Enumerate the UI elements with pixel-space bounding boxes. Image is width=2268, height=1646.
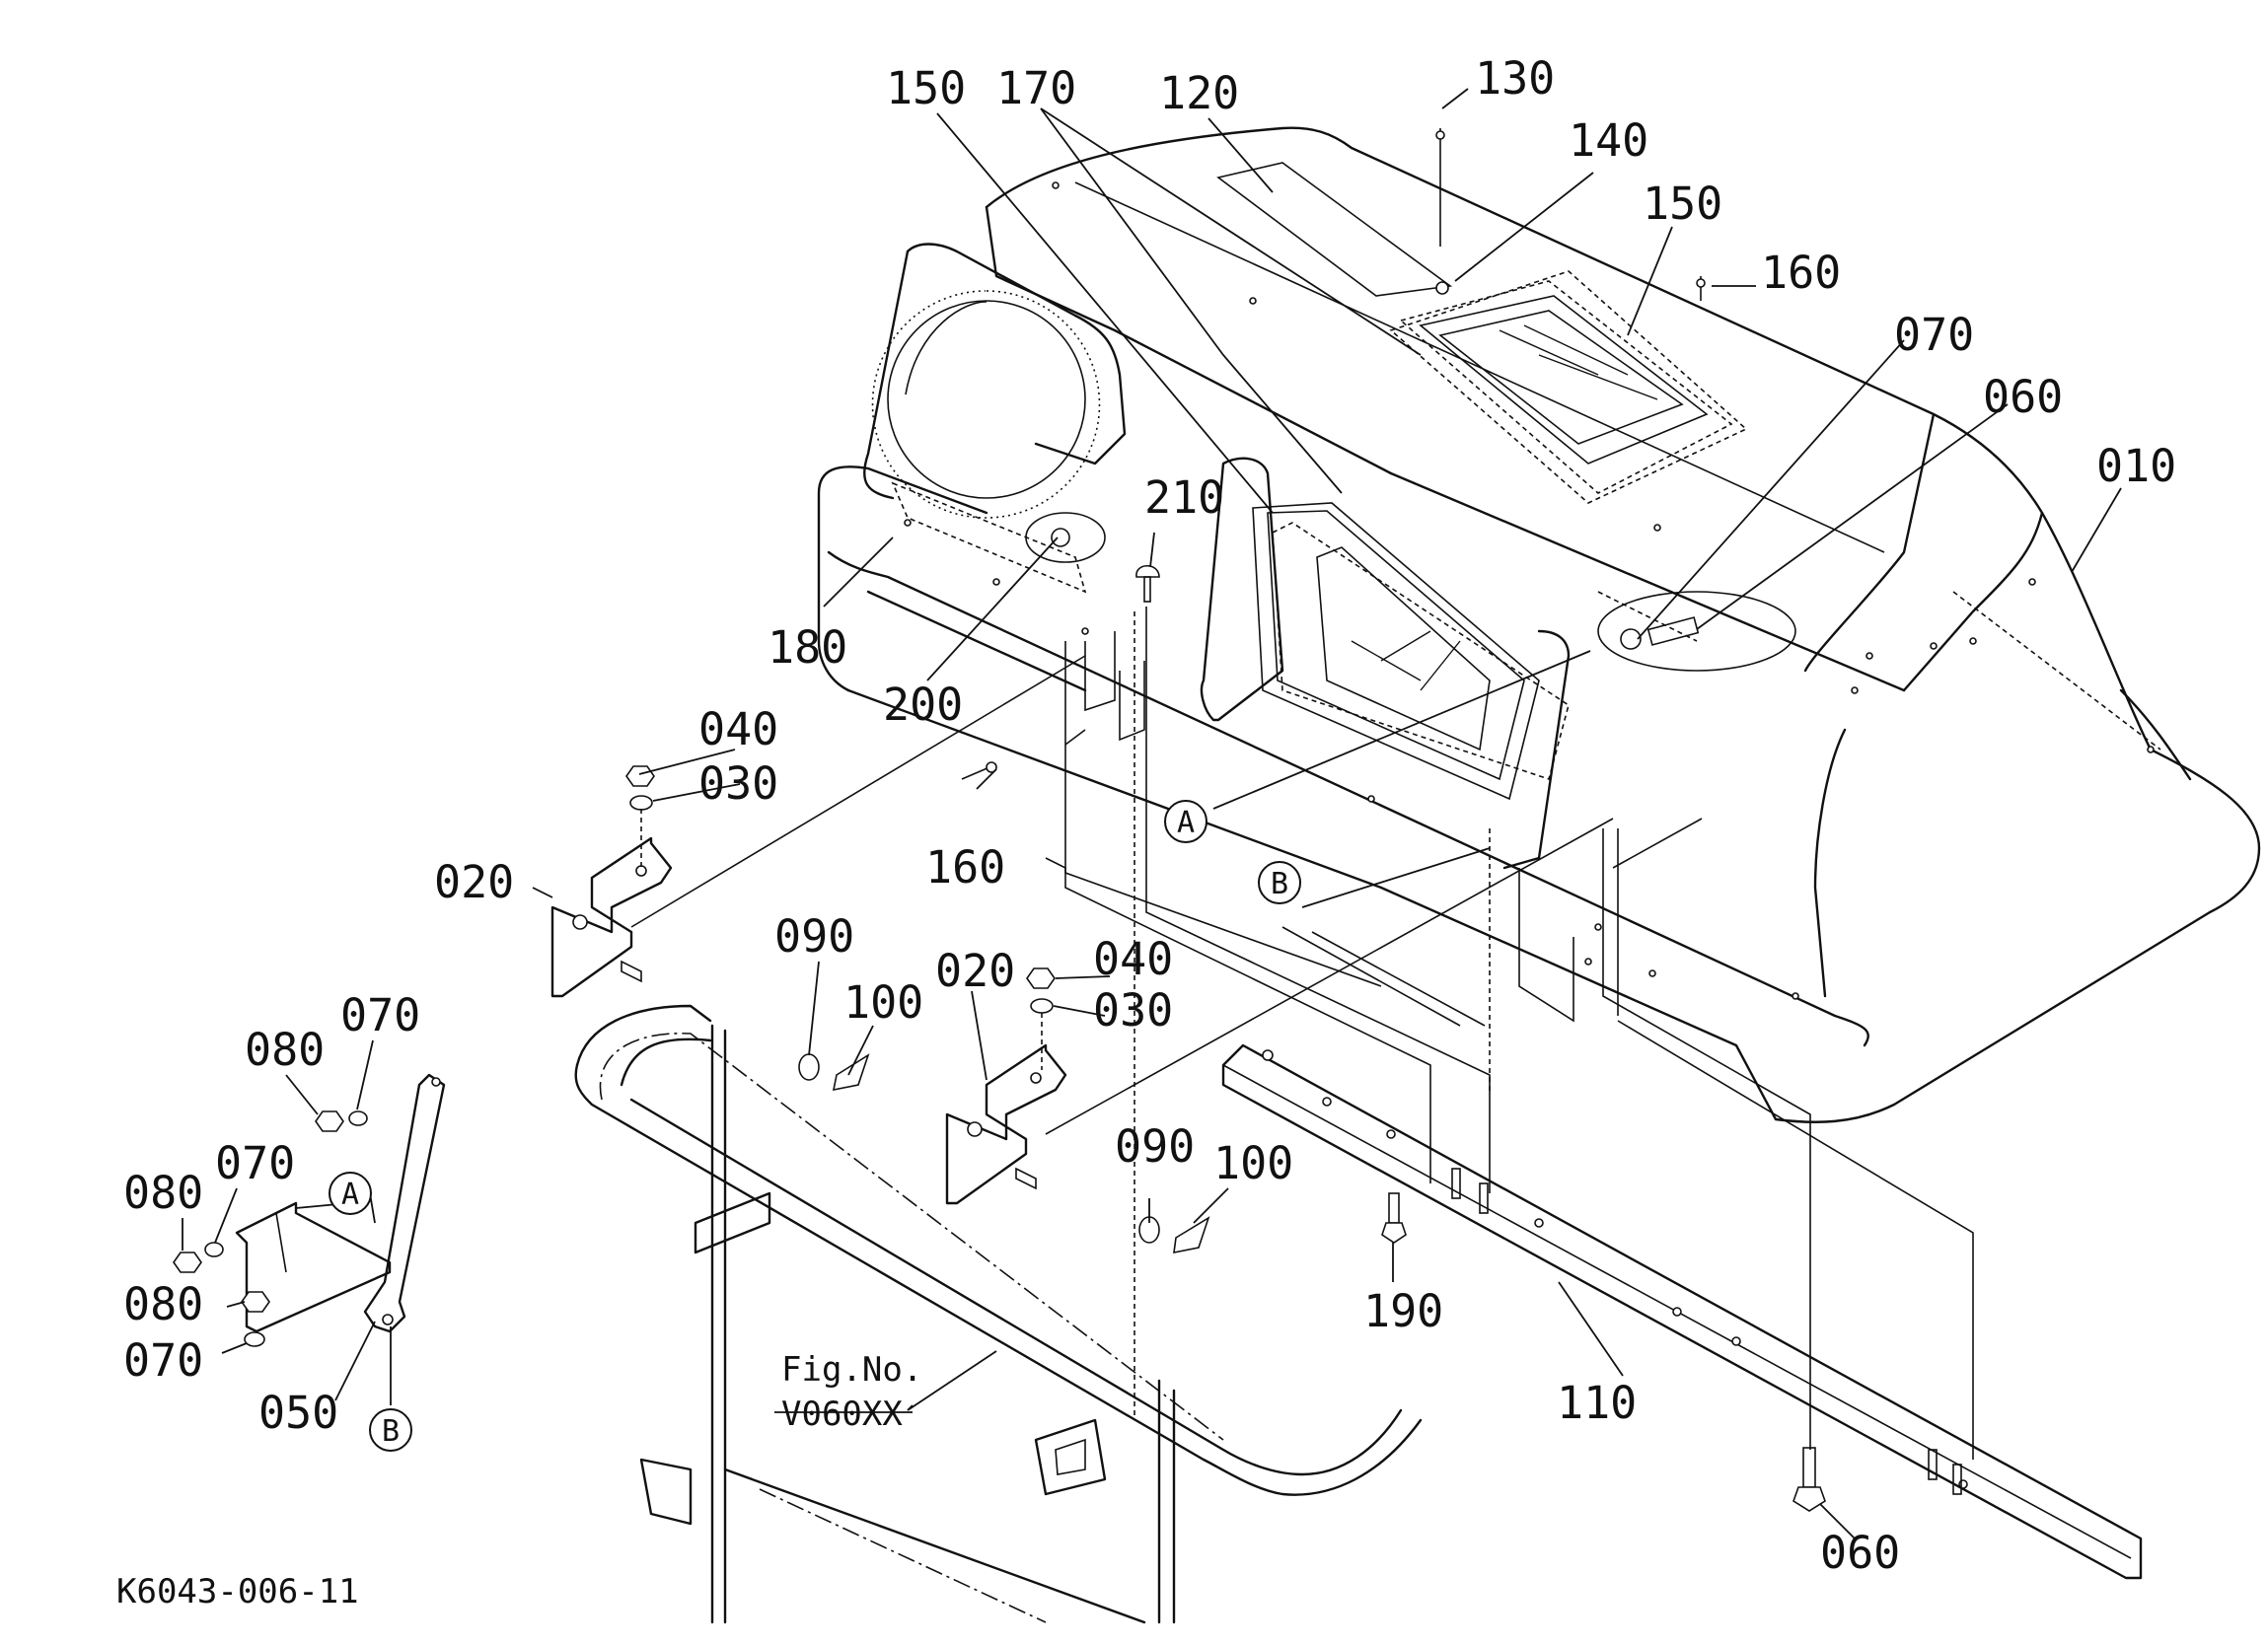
bolt-detail-ellipse <box>1597 591 1796 672</box>
pin-130 <box>1435 128 1449 295</box>
pin-set-1 <box>798 1053 870 1092</box>
projection-lines <box>630 607 1974 1460</box>
callout-120: 120 <box>1159 67 1239 119</box>
front-window <box>1200 457 1571 870</box>
ref-circle-a-main <box>1164 800 1207 843</box>
callout-070-bottom: 070 <box>123 1334 203 1387</box>
fig-ref-line1: Fig.No. <box>781 1350 922 1390</box>
bracket-020-right <box>945 1043 1067 1205</box>
top-hatch-window <box>1216 162 1748 504</box>
callout-060-lower: 060 <box>1820 1527 1900 1579</box>
callout-160-upper: 160 <box>1761 247 1841 299</box>
callout-070-upper: 070 <box>1894 309 1974 361</box>
roof-body <box>817 126 2261 1123</box>
callout-090-right: 090 <box>1115 1120 1195 1173</box>
callout-160-lower: 160 <box>925 841 1005 894</box>
ref-a-main-label: A <box>1177 806 1195 840</box>
ref-circle-a-stay <box>329 1172 372 1215</box>
stay-050 <box>235 1073 446 1333</box>
callout-040-right: 040 <box>1093 933 1173 985</box>
callout-100-left: 100 <box>843 976 923 1029</box>
ref-a-stay-label: A <box>341 1178 359 1212</box>
callout-020-right: 020 <box>935 945 1015 997</box>
rail-110 <box>1221 1043 2143 1580</box>
callout-170: 170 <box>996 62 1076 114</box>
callout-190: 190 <box>1363 1285 1443 1337</box>
leader-lines <box>182 88 2122 1539</box>
speaker-housing <box>863 243 1127 594</box>
ref-b-main-label: B <box>1271 867 1288 901</box>
bolt-190 <box>1381 1192 1407 1244</box>
callout-labels: 150 170 120 130 140 150 160 070 060 010 … <box>123 52 2176 1579</box>
callout-080-middle: 080 <box>123 1167 203 1219</box>
figure-reference: Fig.No. V060XX <box>781 1350 922 1434</box>
callout-020-left: 020 <box>434 856 514 908</box>
ref-circle-b-stay <box>369 1408 412 1452</box>
cab-frame <box>574 1004 1423 1624</box>
fastener-080-070-set <box>173 1110 368 1347</box>
callout-110: 110 <box>1557 1377 1637 1429</box>
callout-080-bottom: 080 <box>123 1278 203 1330</box>
callout-030-right: 030 <box>1093 984 1173 1037</box>
drawing-code: K6043-006-11 <box>116 1572 359 1611</box>
callout-100-right: 100 <box>1213 1137 1293 1189</box>
bolt-060-lower <box>1792 1447 1826 1512</box>
callout-090-left: 090 <box>774 910 854 963</box>
callout-030-left: 030 <box>698 757 778 810</box>
callout-060-upper: 060 <box>1983 371 2063 423</box>
callout-070-top: 070 <box>340 989 420 1041</box>
callout-180: 180 <box>768 621 847 674</box>
callout-150-upper-right: 150 <box>1643 178 1722 230</box>
callout-150-upper-left: 150 <box>886 62 966 114</box>
callout-010: 010 <box>2096 440 2176 492</box>
ref-circle-b-main <box>1258 861 1301 904</box>
nut-washer-set-2 <box>1026 967 1056 1070</box>
reference-markers: A B A B <box>329 800 1301 1452</box>
ref-b-stay-label: B <box>382 1414 400 1449</box>
pin-set-2 <box>1138 1216 1210 1254</box>
callout-130: 130 <box>1475 52 1555 105</box>
nut-washer-set-1 <box>625 765 655 870</box>
callout-080-top: 080 <box>245 1024 325 1076</box>
callout-200: 200 <box>883 679 963 731</box>
rivet-160-upper <box>1696 276 1706 301</box>
rivet-210 <box>1135 564 1160 603</box>
fig-ref-line2: V060XX <box>781 1395 903 1434</box>
bracket-020-left <box>550 836 673 998</box>
callout-070-middle: 070 <box>215 1137 295 1189</box>
callout-140: 140 <box>1569 114 1648 167</box>
callout-210: 210 <box>1144 471 1224 524</box>
callout-050: 050 <box>258 1387 338 1439</box>
callout-040-left: 040 <box>698 703 778 755</box>
rivet-160-lower <box>961 761 997 780</box>
